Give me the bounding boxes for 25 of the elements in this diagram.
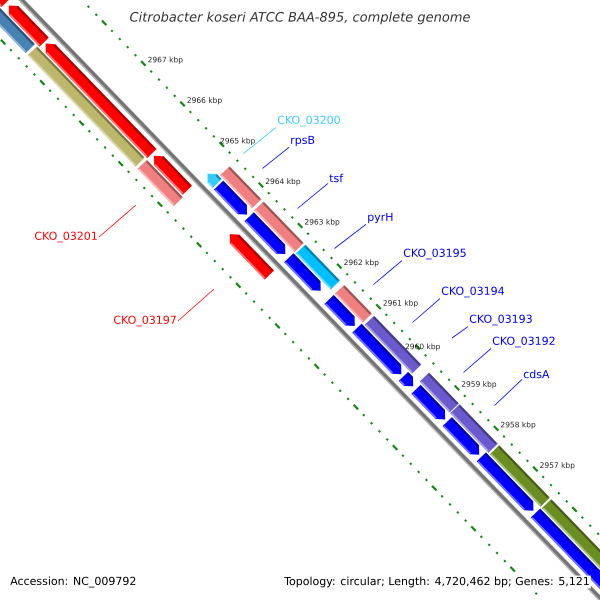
leader-line (262, 146, 290, 169)
leader-line (243, 127, 276, 154)
leader-line (452, 326, 468, 338)
gene-label: CKO_03194 (442, 286, 504, 298)
genome-stats-label: Topology: circular; Length: 4,720,462 bp; Genes: 5,121 (283, 576, 591, 588)
leader-line (494, 379, 522, 406)
gene-label: cdsA (524, 370, 550, 378)
gene-label: CKO_03193 (470, 314, 532, 326)
leader-line (373, 260, 402, 285)
gene-label: pyrH (368, 212, 392, 224)
leader-line (412, 298, 440, 323)
gene-label: rpsB (291, 136, 314, 146)
gene-label: CKO_03197 (114, 316, 176, 326)
gene-label: CKO_03200 (278, 116, 340, 126)
title: Citrobacter koseri ATCC BAA-895, complete genome (130, 12, 470, 24)
gene-label: CKO_03192 (492, 336, 555, 348)
leader-line (334, 224, 366, 249)
gene-label: CKO_03201 (34, 232, 97, 242)
leader-line (178, 288, 214, 322)
gene-label: CKO_03195 (404, 248, 466, 260)
gene-label: tsf (330, 174, 344, 182)
leader-line (297, 183, 328, 209)
leader-line (98, 204, 136, 238)
leader-line (463, 348, 492, 373)
accession-label: Accession: NC_009792 (10, 576, 136, 588)
